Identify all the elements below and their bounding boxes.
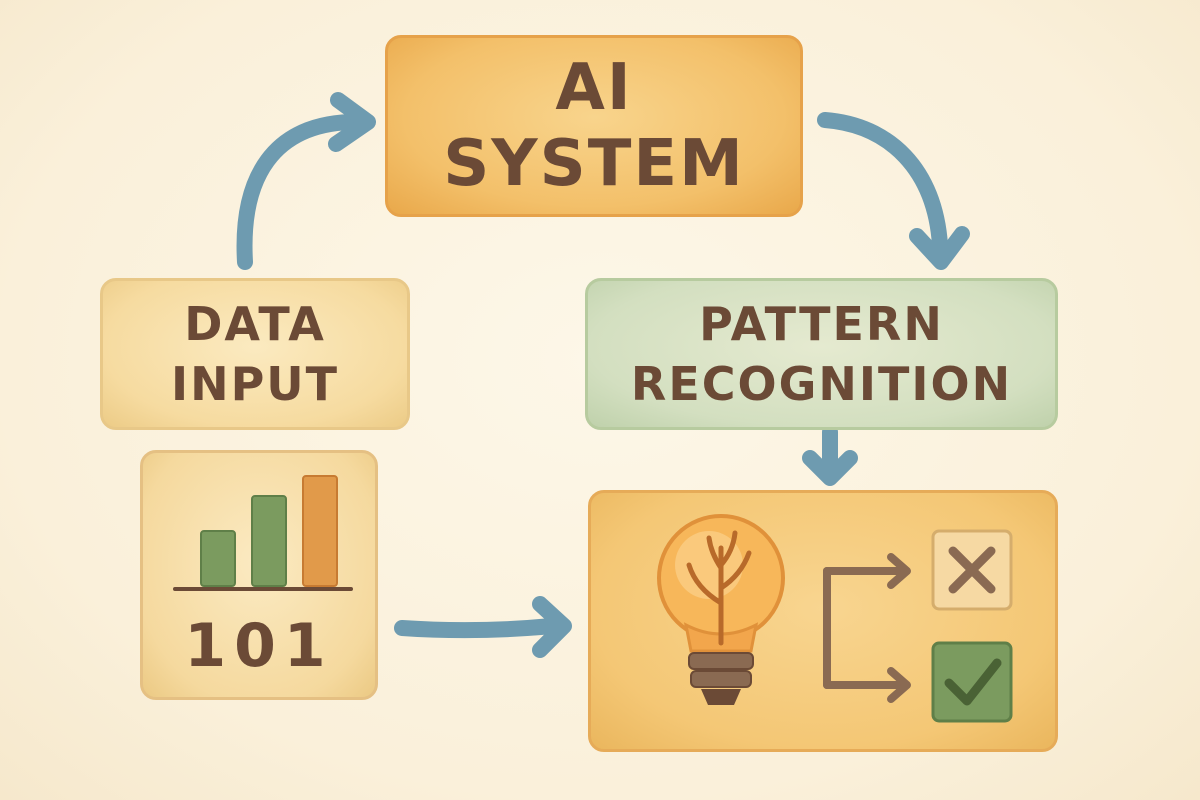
data-input-label-line1: DATA: [184, 297, 326, 351]
bar-tall: [302, 475, 338, 587]
pattern-recognition-label-line1: PATTERN: [699, 297, 944, 351]
ai-system-label-line2: SYSTEM: [443, 127, 745, 201]
check-icon: [931, 641, 1013, 723]
bar-short: [200, 530, 236, 587]
ai-system-label-line1: AI: [555, 51, 633, 125]
pattern-recognition-box: PATTERN RECOGNITION: [585, 278, 1058, 430]
decision-illustration: [657, 514, 1013, 723]
branch-arrow-icon: [823, 553, 911, 703]
data-input-box: DATA INPUT: [100, 278, 410, 430]
arrow-data-to-ai: [236, 114, 358, 270]
cross-icon: [931, 529, 1013, 611]
ai-system-box: AI SYSTEM: [385, 35, 803, 217]
arrow-ai-to-pattern-head: [909, 226, 970, 270]
arrow-chart-to-decision: [394, 618, 560, 639]
arrow-ai-to-pattern: [817, 112, 948, 253]
bar-chart-icon: [173, 475, 353, 591]
lightbulb-icon: [657, 514, 785, 705]
arrow-pattern-to-decision-head: [802, 450, 858, 486]
data-input-label-line2: INPUT: [170, 357, 340, 411]
pattern-recognition-label-line2: RECOGNITION: [630, 357, 1013, 411]
bar-medium: [251, 495, 287, 587]
arrow-chart-to-decision-head: [532, 596, 572, 658]
arrow-data-to-ai-head: [328, 92, 376, 152]
decision-box: [588, 490, 1058, 752]
binary-text: 101: [184, 611, 334, 681]
data-panel-box: 101: [140, 450, 378, 700]
